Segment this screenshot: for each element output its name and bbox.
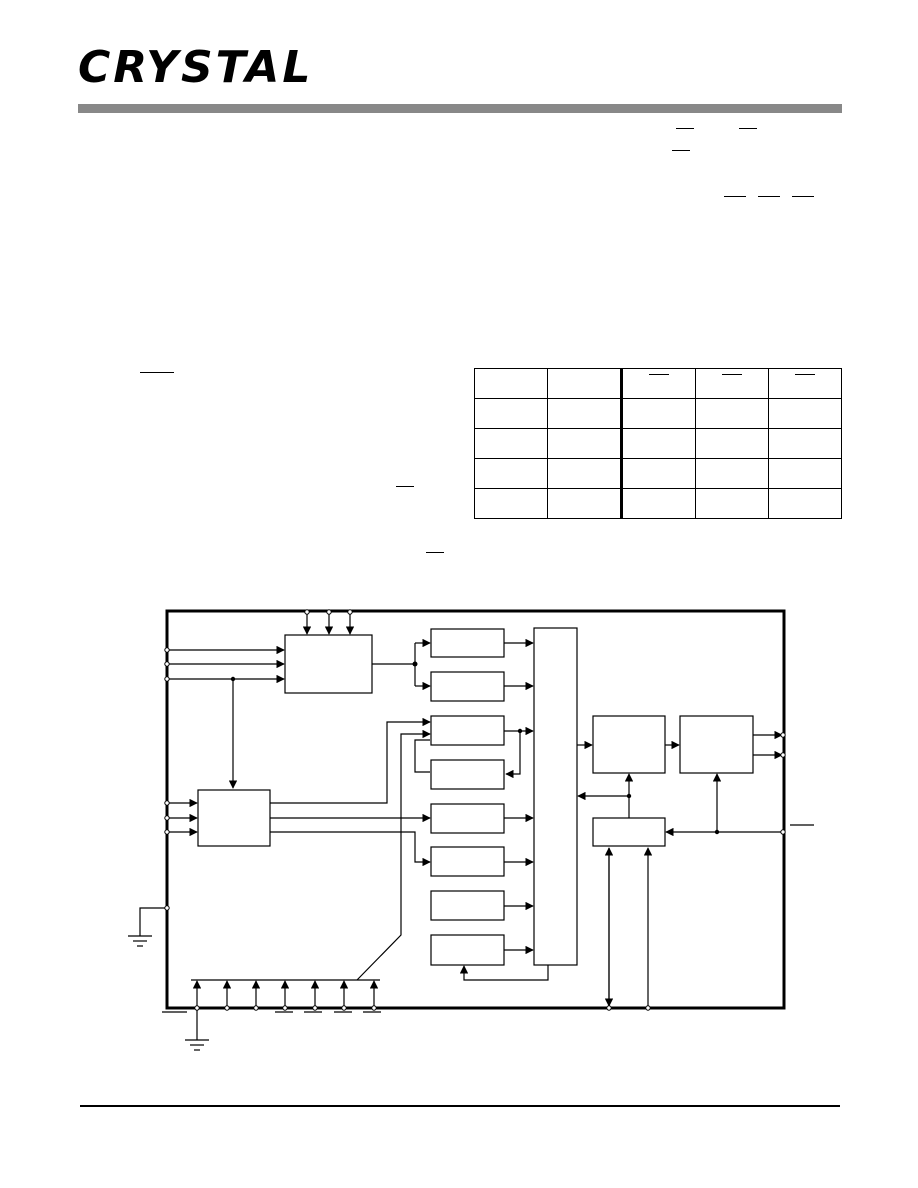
table-cell (474, 428, 548, 459)
shift-block (592, 715, 666, 774)
data-bus (533, 627, 578, 966)
overbar-mark (724, 196, 746, 197)
table-cell (547, 488, 623, 519)
register-block (430, 715, 505, 746)
overbar-mark (792, 196, 814, 197)
table-row (474, 368, 842, 399)
table-cell (621, 398, 696, 429)
overbar-mark (739, 128, 757, 129)
truth-table (474, 368, 842, 519)
table-row (474, 428, 842, 459)
table-row (474, 488, 842, 519)
overbar-mark (676, 128, 694, 129)
table-cell (768, 368, 842, 399)
overbar-mark (426, 552, 444, 553)
overbar-mark (396, 486, 414, 487)
register-block (430, 628, 505, 658)
register-block (430, 846, 505, 877)
table-cell (768, 488, 842, 519)
overbar-mark (758, 196, 780, 197)
output-block (679, 715, 754, 774)
overbar-mark (672, 150, 690, 151)
register-block (430, 803, 505, 834)
table-cell (474, 488, 548, 519)
footer-rule (80, 1105, 840, 1107)
table-cell (547, 398, 623, 429)
table-cell (474, 398, 548, 429)
table-cell (621, 488, 696, 519)
table-cell (621, 428, 696, 459)
register-block (430, 934, 505, 966)
table-cell (768, 398, 842, 429)
overbar-mark (140, 372, 174, 373)
register-block (430, 759, 505, 790)
logic-block (197, 789, 271, 847)
table-cell (547, 428, 623, 459)
register-block (430, 671, 505, 702)
table-cell (621, 458, 696, 489)
header-rule (78, 104, 842, 113)
control-block (284, 634, 373, 694)
table-row (474, 398, 842, 429)
register-block (430, 890, 505, 921)
interface-block (592, 817, 666, 847)
table-cell (768, 428, 842, 459)
chip-outline (165, 609, 786, 1010)
